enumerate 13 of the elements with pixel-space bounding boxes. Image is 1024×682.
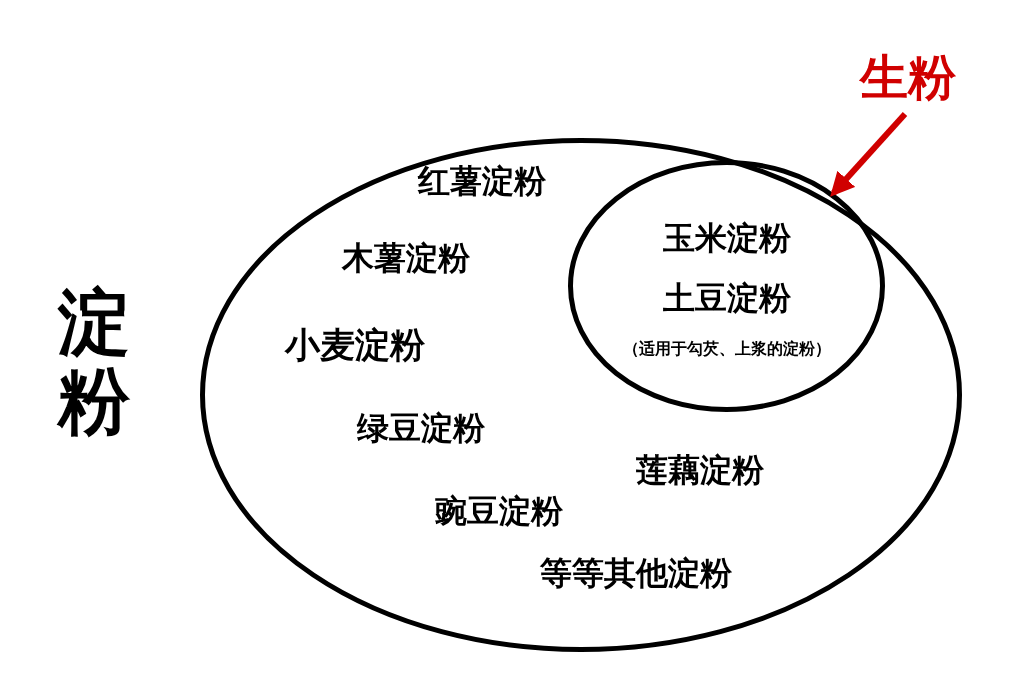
category-label: 等等其他淀粉	[540, 555, 732, 592]
category-label: 小麦淀粉	[285, 325, 425, 366]
callout-label: 生粉	[860, 50, 956, 106]
arrow	[830, 112, 908, 197]
note-text: （适用于勾芡、上浆的淀粉）	[621, 340, 832, 359]
heading: 淀粉	[58, 283, 130, 442]
category-label: 豌豆淀粉	[435, 493, 563, 530]
category-label: 玉米淀粉	[661, 220, 792, 257]
category-label: 莲藕淀粉	[636, 452, 764, 489]
category-label: 土豆淀粉	[661, 280, 792, 317]
category-label: 红薯淀粉	[418, 163, 546, 200]
category-label: 绿豆淀粉	[357, 410, 485, 447]
category-label: 木薯淀粉	[342, 240, 470, 277]
